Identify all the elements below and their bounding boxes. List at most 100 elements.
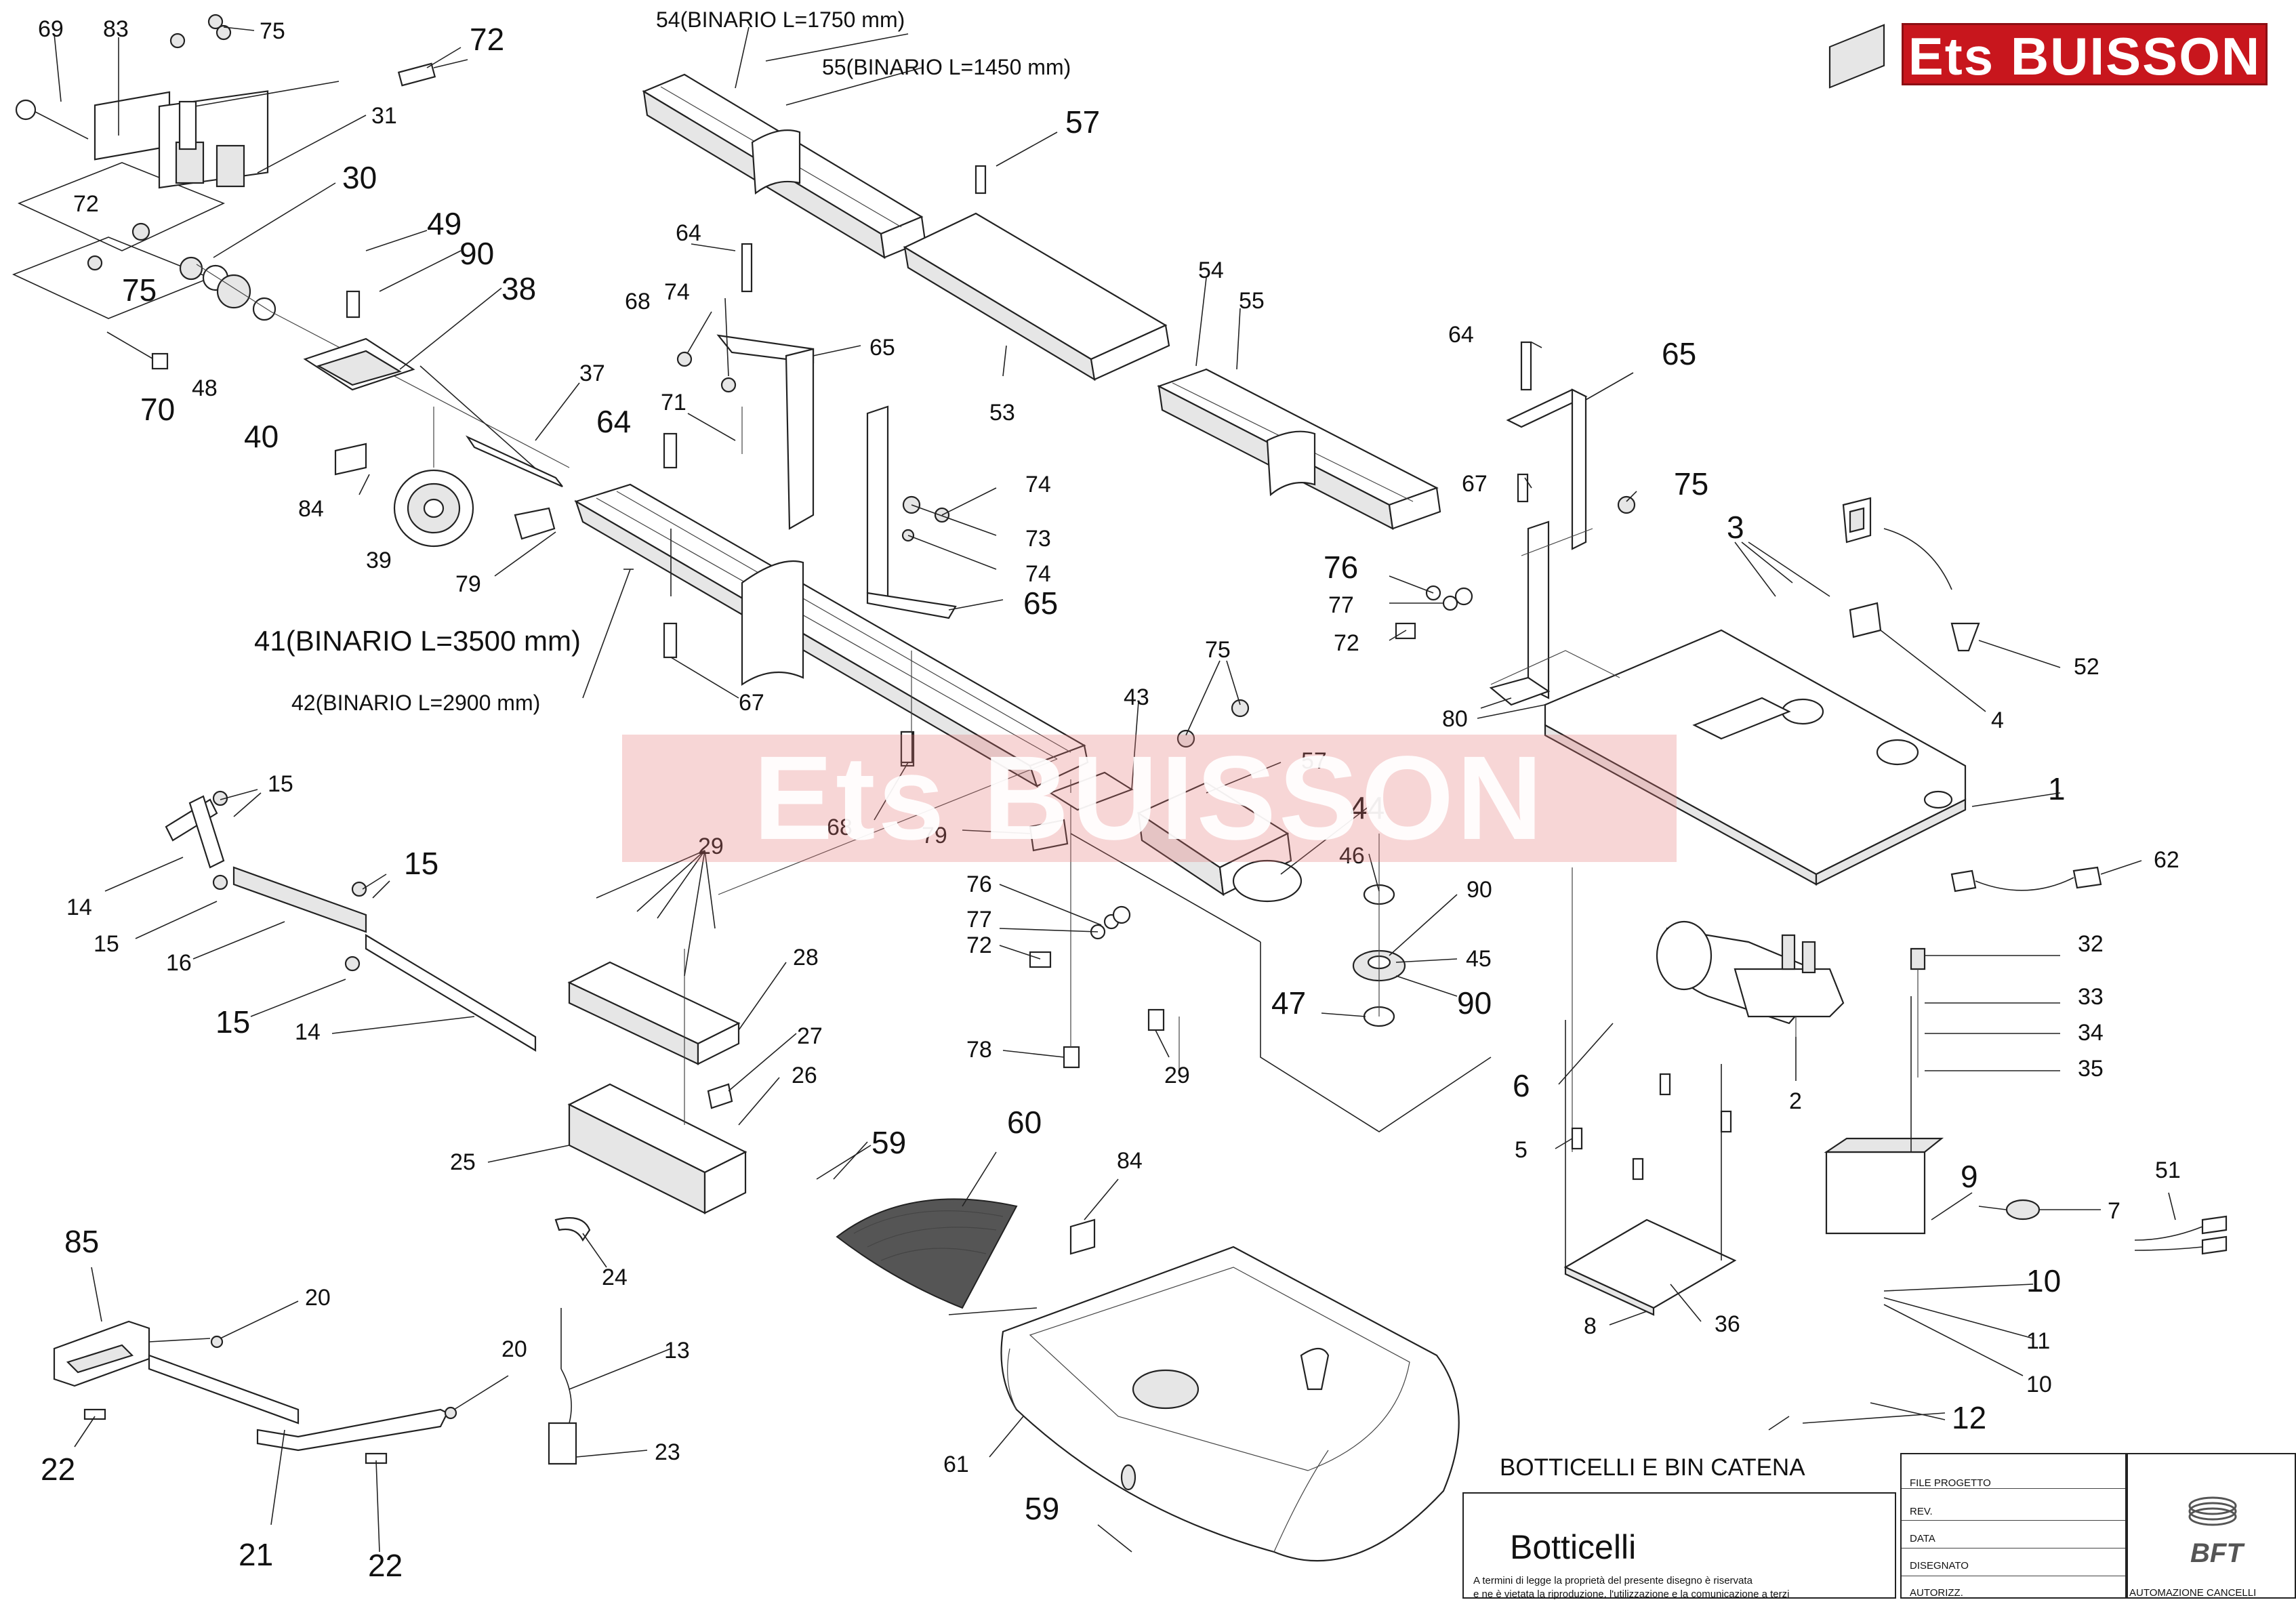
label-34: 34	[2078, 1020, 2104, 1046]
label-84a: 84	[298, 496, 324, 522]
idler-pulley-assembly	[303, 290, 563, 548]
light-diffuser	[836, 1198, 1096, 1309]
label-75d: 75	[1205, 637, 1231, 663]
label-45: 45	[1466, 946, 1492, 972]
label-72d: 72	[966, 932, 992, 958]
label-22a: 22	[41, 1452, 75, 1487]
label-47: 47	[1271, 985, 1306, 1021]
watermark: Ets BUISSON	[622, 735, 1677, 862]
label-67a: 67	[739, 690, 764, 716]
label-5: 5	[1515, 1137, 1528, 1163]
label-15a: 15	[268, 771, 293, 797]
label-15d: 15	[216, 1004, 250, 1040]
cover-shell	[1000, 1246, 1460, 1562]
label-83: 83	[103, 16, 129, 42]
label-73: 73	[1025, 526, 1051, 552]
label-29a: 29	[1164, 1063, 1190, 1088]
label-59b: 59	[1025, 1491, 1059, 1526]
label-53: 53	[989, 400, 1015, 426]
label-14a: 14	[66, 895, 92, 920]
chain-assembly	[165, 790, 537, 1052]
label-61: 61	[943, 1452, 969, 1477]
label-72c: 72	[1334, 630, 1359, 656]
label-74a: 74	[664, 279, 690, 305]
label-36: 36	[1715, 1311, 1740, 1337]
label-77a: 77	[1328, 592, 1354, 618]
label-38: 38	[501, 271, 536, 306]
label-16: 16	[166, 950, 192, 976]
company-logo-text: BFT	[2190, 1538, 2243, 1568]
label-80: 80	[1442, 706, 1468, 732]
label-25: 25	[450, 1149, 476, 1175]
label-64a: 64	[596, 404, 631, 439]
label-79b: 79	[922, 823, 947, 848]
rail-54-55-right	[1157, 368, 1441, 530]
label-70: 70	[140, 392, 175, 427]
label-76a: 76	[1324, 550, 1358, 585]
rail-joint-53	[903, 165, 1170, 382]
label-62: 62	[2154, 847, 2179, 873]
title-block-main	[1462, 1492, 1896, 1599]
label-15c: 15	[94, 931, 119, 957]
label-68a: 68	[625, 289, 651, 314]
label-75c: 75	[1674, 466, 1708, 501]
label-49: 49	[427, 206, 462, 241]
label-57a: 57	[1065, 104, 1100, 140]
label-31: 31	[371, 103, 397, 129]
label-65a: 65	[869, 335, 895, 361]
legal-notice-1: A termini di legge la proprietà del pres…	[1473, 1575, 1752, 1586]
label-24: 24	[602, 1265, 628, 1290]
label-3: 3	[1727, 510, 1744, 545]
chain-supports	[554, 949, 747, 1242]
label-43: 43	[1124, 684, 1149, 710]
sprocket-assembly	[1352, 834, 1406, 1027]
label-23: 23	[655, 1439, 680, 1465]
fixings	[676, 351, 1636, 1069]
label-77b: 77	[966, 907, 992, 932]
label-64b: 64	[676, 220, 701, 246]
label-90a: 90	[459, 236, 494, 271]
electrical-parts	[1563, 497, 2228, 1316]
label-84b: 84	[1117, 1148, 1143, 1174]
label-20b: 20	[501, 1336, 527, 1362]
label-rail-54: 54(BINARIO L=1750 mm)	[656, 7, 905, 32]
bft-logo-icon	[2188, 1496, 2237, 1526]
label-22b: 22	[368, 1548, 403, 1583]
label-35: 35	[2078, 1056, 2104, 1082]
label-rail-41: 41(BINARIO L=3500 mm)	[254, 625, 581, 657]
label-72a: 72	[470, 22, 504, 57]
label-76b: 76	[966, 871, 992, 897]
label-32: 32	[2078, 931, 2104, 957]
title-block-fields	[1900, 1453, 2127, 1599]
label-90b: 90	[1467, 877, 1492, 903]
label-1: 1	[2048, 771, 2066, 806]
label-6: 6	[1513, 1068, 1530, 1103]
label-8: 8	[1584, 1313, 1597, 1339]
field-drawn: DISEGNATO	[1910, 1560, 1969, 1572]
field-date: DATA	[1910, 1533, 1935, 1544]
label-7: 7	[2108, 1198, 2120, 1224]
label-64c: 64	[1448, 322, 1474, 348]
title-block-logo-cell	[2127, 1453, 2296, 1599]
label-85: 85	[64, 1224, 99, 1259]
base-plate	[1477, 24, 1967, 1152]
label-75b: 75	[122, 272, 157, 308]
reference-lines	[718, 528, 1620, 1071]
wall-bracket-assembly	[12, 14, 570, 468]
label-13: 13	[664, 1338, 690, 1363]
label-59a: 59	[872, 1125, 906, 1160]
label-27: 27	[797, 1023, 823, 1049]
rail-41-42	[574, 432, 1089, 788]
label-75a: 75	[260, 18, 285, 44]
label-11: 11	[2026, 1328, 2050, 1354]
label-68b: 68	[827, 815, 853, 840]
label-79a: 79	[455, 571, 481, 597]
label-12: 12	[1952, 1400, 1986, 1435]
label-65b: 65	[1023, 586, 1058, 621]
carriage-assembly	[1029, 771, 1492, 1132]
label-10b: 10	[2026, 1372, 2052, 1397]
label-69: 69	[38, 16, 64, 42]
rail-54-55	[642, 73, 926, 260]
label-9: 9	[1961, 1159, 1978, 1194]
